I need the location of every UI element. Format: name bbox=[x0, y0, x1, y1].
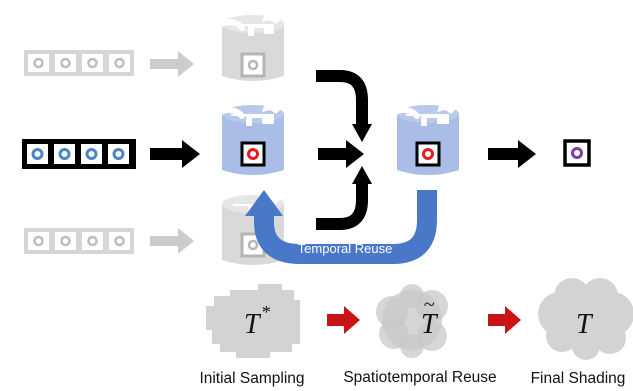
initial-sampling-blob bbox=[206, 284, 300, 358]
spatiotemporal-accent: ~ bbox=[424, 294, 435, 316]
top-merge-arrow bbox=[316, 70, 368, 126]
top-bucket bbox=[210, 2, 284, 81]
final-pixel bbox=[563, 139, 591, 167]
top-merge-arrowhead bbox=[352, 124, 372, 142]
top-sample-strip bbox=[24, 50, 134, 76]
bottom-merge-arrowhead bbox=[352, 166, 372, 184]
bottom-faded-arrow bbox=[150, 228, 194, 254]
initial-sampling-caption: Initial Sampling bbox=[199, 370, 304, 387]
temporal-reuse-label: Temporal Reuse bbox=[298, 241, 393, 256]
initial-sampling-superscript: * bbox=[261, 302, 270, 322]
spatiotemporal-reuse-caption: Spatiotemporal Reuse bbox=[343, 369, 496, 386]
temporal-reuse-band bbox=[245, 190, 437, 264]
final-shading-cloud bbox=[538, 278, 633, 360]
stage-arrow-2 bbox=[488, 306, 521, 334]
merged-bucket bbox=[385, 92, 459, 175]
spatiotemporal-symbol: T bbox=[421, 309, 439, 340]
stage-arrow-1 bbox=[327, 306, 360, 334]
final-shading-symbol: T bbox=[576, 309, 594, 340]
bottom-sample-strip bbox=[24, 228, 134, 254]
top-faded-arrow bbox=[150, 51, 194, 77]
to-final-arrow bbox=[488, 140, 536, 168]
current-bucket bbox=[210, 92, 284, 175]
sample-to-reservoir-arrow bbox=[150, 140, 200, 168]
current-sample-strip bbox=[22, 139, 136, 169]
bottom-merge-arrow bbox=[316, 182, 368, 230]
spatiotemporal-cloud bbox=[376, 284, 448, 358]
middle-merge-arrow bbox=[318, 140, 364, 168]
initial-sampling-symbol: T bbox=[244, 309, 262, 340]
final-shading-caption: Final Shading bbox=[531, 370, 626, 387]
